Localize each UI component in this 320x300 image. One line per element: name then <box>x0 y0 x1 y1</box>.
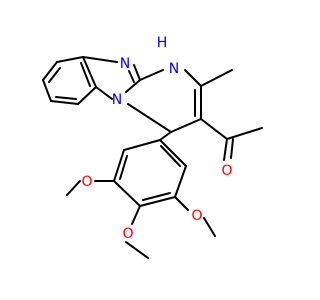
atom-label-n-bridge: N <box>112 92 122 108</box>
atom-label-o-methoxy-left: O <box>81 174 92 190</box>
bond <box>174 196 189 211</box>
bond <box>119 155 128 180</box>
bond <box>200 69 233 87</box>
bond <box>128 70 135 83</box>
bond <box>82 56 97 88</box>
bond <box>159 139 187 167</box>
molecule-diagram: N N H N O O O O <box>0 0 300 300</box>
bond <box>133 64 141 81</box>
bond <box>66 180 81 196</box>
bond <box>223 138 228 161</box>
bond <box>42 61 58 81</box>
bond <box>203 217 216 237</box>
bond <box>200 118 228 140</box>
atom-label-o-methoxy-mid: O <box>122 226 133 242</box>
background <box>0 0 300 300</box>
atom-label-h: H <box>157 35 168 51</box>
bond <box>55 96 77 100</box>
bond <box>95 86 113 100</box>
bond <box>226 127 263 140</box>
bond <box>125 79 141 93</box>
atom-label-o-methoxy-right: O <box>191 208 202 224</box>
bond <box>139 196 176 207</box>
bond <box>159 131 172 141</box>
bond <box>139 69 164 81</box>
bond <box>48 67 61 83</box>
bond <box>77 86 97 105</box>
bond <box>131 205 141 225</box>
atom-label-o-ketone: O <box>221 163 232 179</box>
bond <box>125 241 149 259</box>
bond <box>174 165 187 198</box>
bond <box>184 69 202 87</box>
bond <box>123 139 161 151</box>
bond <box>80 62 91 87</box>
atom-label-n: N <box>120 56 130 72</box>
bond <box>230 138 234 159</box>
bond <box>82 56 118 63</box>
atom-label-nh: N <box>169 61 179 77</box>
bond <box>113 180 141 207</box>
bond <box>50 100 79 105</box>
bond <box>113 149 125 182</box>
bond <box>42 79 52 102</box>
bond <box>127 103 172 133</box>
bond <box>170 118 202 133</box>
atom-label-layer: N N H N O O O O <box>81 35 232 242</box>
bond <box>142 192 171 201</box>
bond-layer <box>42 56 263 259</box>
bond <box>56 56 84 63</box>
bond <box>160 145 181 167</box>
